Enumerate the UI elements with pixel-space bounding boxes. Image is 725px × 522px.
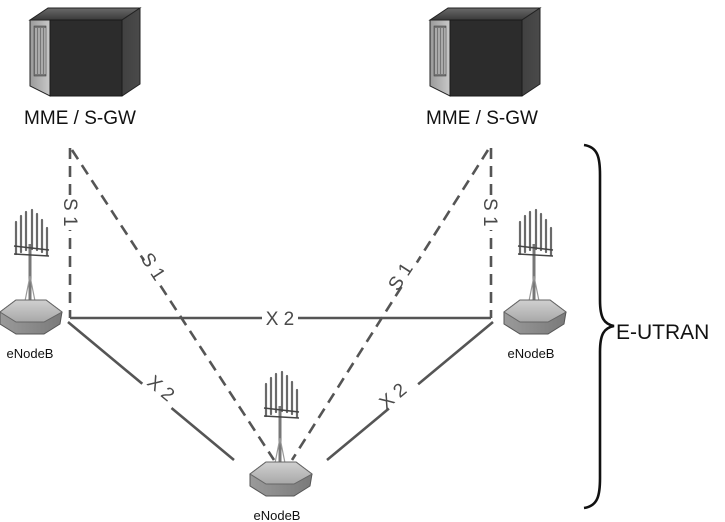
enodeb-bottom-antenna-icon: [248, 370, 314, 498]
s1-left-diagonal-link: [70, 149, 276, 461]
mme-right-label: MME / S-GW: [426, 108, 538, 129]
s1-right-diagonal-link: [290, 149, 490, 461]
x2-top-label: X 2: [266, 309, 295, 330]
mme-right-server-icon: [429, 7, 541, 97]
e-utran-brace: [583, 143, 615, 510]
enodeb-right-antenna-icon: [502, 208, 568, 336]
enodeb-left-label: eNodeB: [7, 346, 54, 361]
mme-left-server-icon: [29, 7, 141, 97]
e-utran-label: E-UTRAN: [616, 321, 709, 344]
enodeb-bottom-label: eNodeB: [254, 508, 301, 522]
s1-right-vertical-label: S 1: [479, 198, 500, 227]
enodeb-right-label: eNodeB: [508, 346, 555, 361]
s1-left-vertical-label: S 1: [59, 198, 80, 227]
mme-left-label: MME / S-GW: [24, 108, 136, 129]
enodeb-left-antenna-icon: [0, 208, 64, 336]
